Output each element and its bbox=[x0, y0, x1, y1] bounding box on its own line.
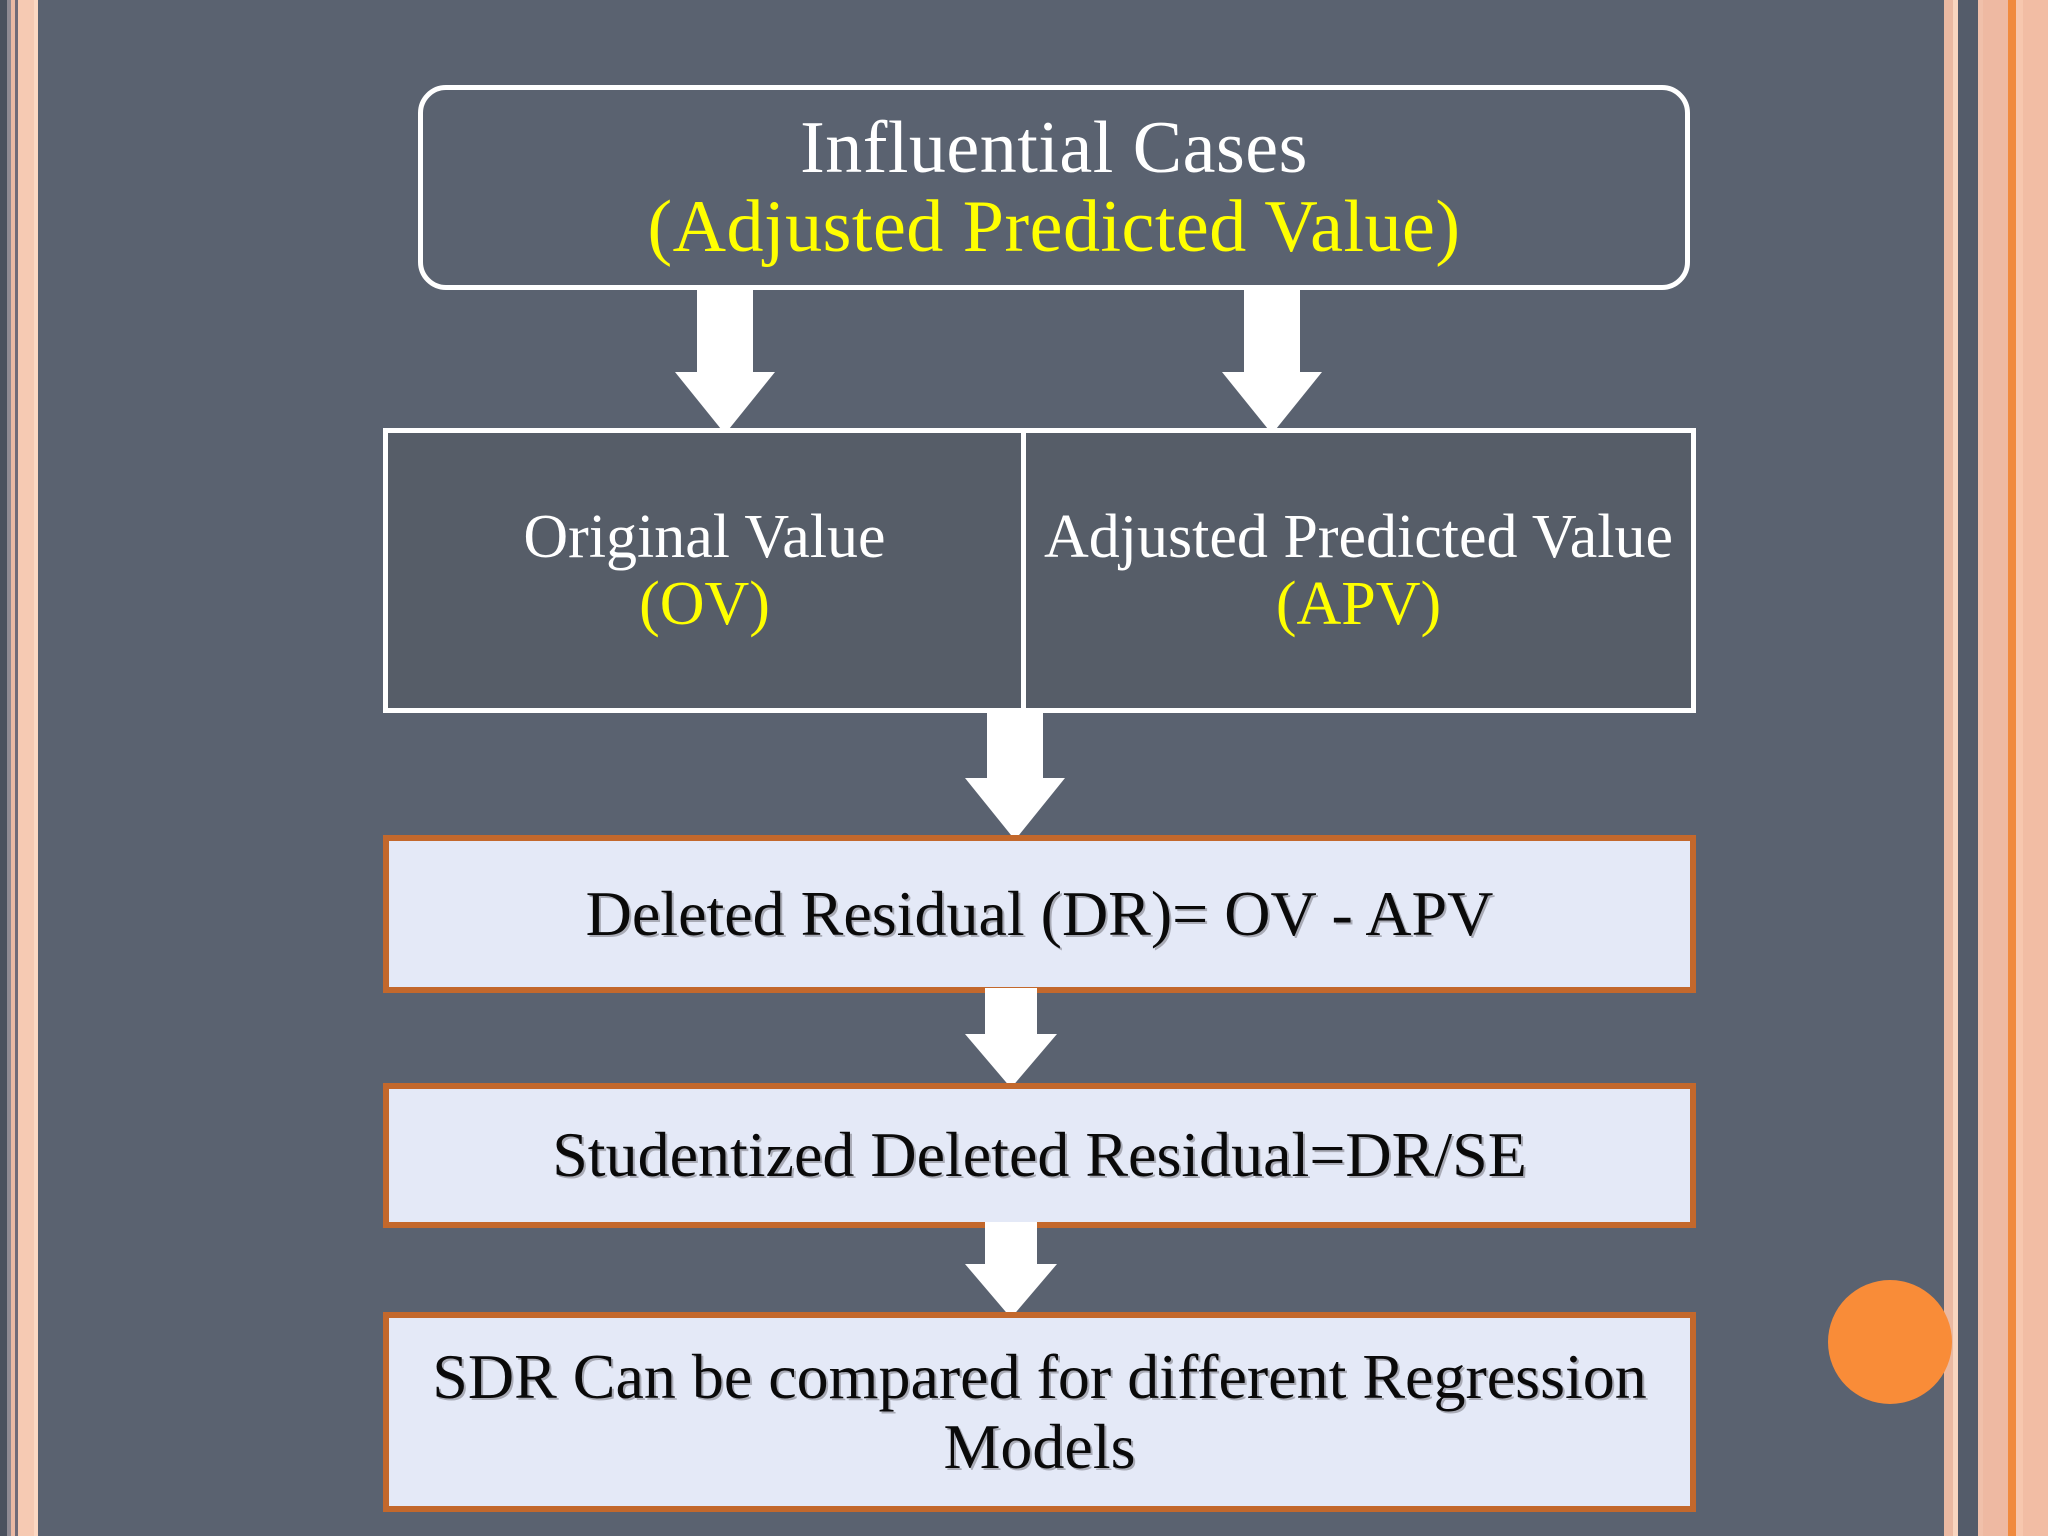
left-border-peach-wide bbox=[18, 0, 34, 1536]
adjusted-predicted-value-cell: Adjusted Predicted Value (APV) bbox=[1026, 433, 1691, 708]
arrow-shaft bbox=[697, 288, 753, 376]
left-border-gray-stripe bbox=[7, 0, 11, 1536]
right-border-slate-stripe bbox=[1958, 0, 1978, 1536]
original-value-label: Original Value bbox=[523, 502, 886, 571]
orange-accent-circle bbox=[1828, 1280, 1952, 1404]
arrow-shaft bbox=[985, 1222, 1037, 1268]
arrow-title-to-original-value-icon bbox=[675, 288, 775, 434]
right-border-peach-wide bbox=[1983, 0, 2008, 1536]
studentized-deleted-residual-formula-text: Studentized Deleted Residual=DR/SE bbox=[552, 1119, 1527, 1191]
right-border-orange-stripe bbox=[2008, 0, 2016, 1536]
deleted-residual-formula-box: Deleted Residual (DR)= OV - APV bbox=[383, 835, 1696, 993]
right-border-peach-thin bbox=[1978, 0, 1983, 1536]
arrow-head bbox=[965, 1034, 1057, 1088]
arrow-head bbox=[675, 372, 775, 434]
studentized-deleted-residual-formula-box: Studentized Deleted Residual=DR/SE bbox=[383, 1083, 1696, 1228]
right-border-peach-outer bbox=[2023, 0, 2048, 1536]
right-border-peach-highlight bbox=[1953, 0, 1958, 1536]
adjusted-predicted-value-abbreviation: (APV) bbox=[1275, 569, 1442, 638]
title-line-primary: Influential Cases bbox=[800, 107, 1308, 190]
arrow-head bbox=[965, 1264, 1057, 1318]
arrow-title-to-adjusted-predicted-value-icon bbox=[1222, 288, 1322, 434]
right-border-peach-inner bbox=[1944, 0, 1953, 1536]
left-border-peach-stripe bbox=[11, 0, 15, 1536]
influential-cases-title-box: Influential Cases (Adjusted Predicted Va… bbox=[418, 85, 1690, 290]
right-border-peach-thin-2 bbox=[2016, 0, 2023, 1536]
sdr-comparison-box: SDR Can be compared for different Regres… bbox=[383, 1312, 1696, 1512]
arrow-shaft bbox=[987, 710, 1043, 782]
adjusted-predicted-value-label: Adjusted Predicted Value bbox=[1043, 502, 1674, 571]
arrow-shaft bbox=[1244, 288, 1300, 376]
original-value-cell: Original Value (OV) bbox=[388, 433, 1026, 708]
left-border-slate-stripe bbox=[15, 0, 18, 1536]
arrow-head bbox=[1222, 372, 1322, 434]
sdr-comparison-text: SDR Can be compared for different Regres… bbox=[432, 1340, 1647, 1482]
arrow-shaft bbox=[985, 988, 1037, 1038]
left-border-dark-stripe bbox=[0, 0, 7, 1536]
arrow-head bbox=[965, 778, 1065, 840]
original-value-abbreviation: (OV) bbox=[639, 569, 770, 638]
arrow-deleted-residual-to-studentized-icon bbox=[965, 988, 1057, 1088]
arrow-studentized-to-sdr-icon bbox=[965, 1222, 1057, 1318]
values-comparison-band: Original Value (OV) Adjusted Predicted V… bbox=[383, 428, 1696, 713]
arrow-values-to-deleted-residual-icon bbox=[965, 710, 1065, 840]
left-border-peach-highlight bbox=[34, 0, 38, 1536]
deleted-residual-formula-text: Deleted Residual (DR)= OV - APV bbox=[585, 877, 1494, 949]
title-line-secondary: (Adjusted Predicted Value) bbox=[647, 185, 1461, 268]
